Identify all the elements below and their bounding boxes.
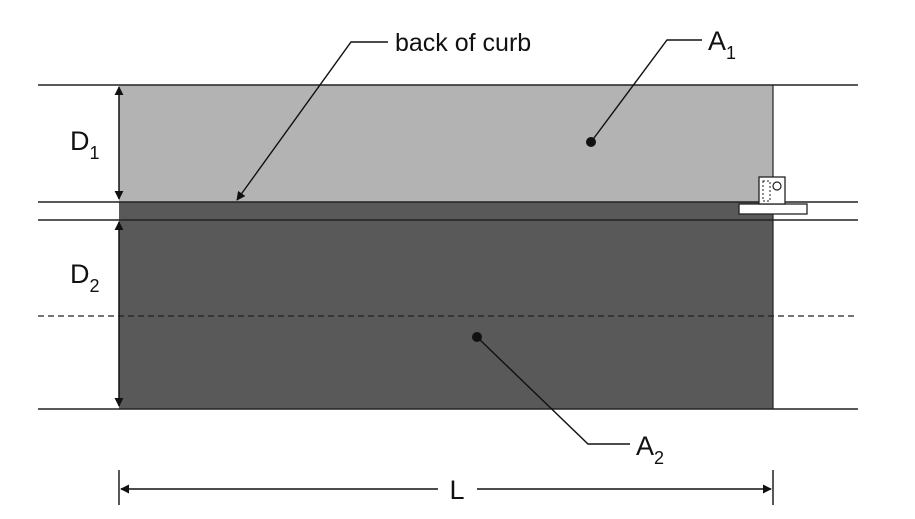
a2-label: A2 xyxy=(636,431,664,468)
region-a2 xyxy=(119,202,773,409)
back-of-curb-label: back of curb xyxy=(395,29,531,57)
length-label: L xyxy=(449,475,464,505)
back-of-curb-leader xyxy=(236,41,388,201)
a2-leader xyxy=(476,336,630,445)
d2-label: D2 xyxy=(70,259,100,296)
d1-label: D1 xyxy=(70,126,100,163)
a1-leader xyxy=(590,39,702,143)
region-a1 xyxy=(119,85,773,202)
post-base-icon xyxy=(738,176,808,215)
a1-label: A1 xyxy=(708,26,736,63)
